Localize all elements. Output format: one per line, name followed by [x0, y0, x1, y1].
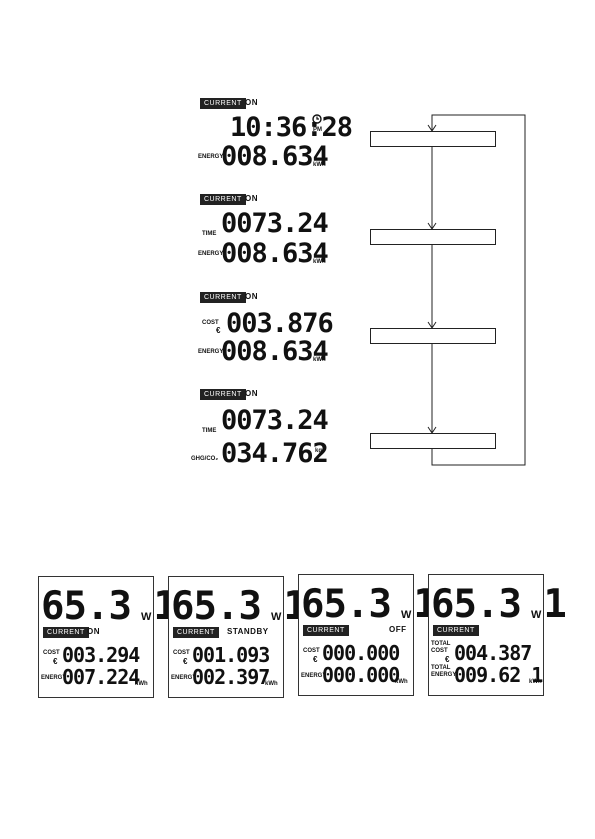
state-label: ON [245, 194, 258, 203]
power-unit: W [141, 611, 152, 623]
current-tag: CURRENT [200, 389, 246, 400]
current-tag: CURRENT [173, 627, 219, 638]
current-tag: CURRENT [200, 98, 246, 109]
power-unit: W [401, 609, 412, 621]
energy-label: ENERGY [301, 673, 327, 679]
current-tag: CURRENT [200, 292, 246, 303]
time-label: TIME [202, 428, 217, 434]
current-tag: CURRENT [303, 625, 349, 636]
power-value: 65.3 1 [171, 584, 307, 629]
time-value: 0073.24 [221, 405, 329, 436]
energy-value: 009.62 1 [454, 663, 543, 687]
state-label: ON [245, 98, 258, 107]
cost-label: COST [173, 650, 190, 656]
arrowhead-icon [427, 321, 437, 329]
euro-sign: € [216, 326, 221, 335]
energy-unit: kWh [395, 679, 408, 685]
cost-value: 003.294 [62, 643, 140, 667]
euro-sign: € [53, 657, 58, 666]
cost-value: 004.387 [454, 641, 532, 665]
energy-label: ENERGY [171, 675, 197, 681]
euro-sign: € [445, 655, 450, 664]
co2-value: 034.762 [221, 438, 329, 469]
euro-sign: € [183, 657, 188, 666]
loop-back-line [431, 114, 526, 466]
euro-sign: € [313, 655, 318, 664]
current-tag: CURRENT [433, 625, 479, 636]
ghg-co2-label: GHG/CO₂ [191, 456, 218, 462]
cost-label: COST [43, 650, 60, 656]
energy-unit: kWh [265, 681, 278, 687]
power-unit: W [271, 611, 282, 623]
arrowhead-icon [427, 124, 437, 132]
cost-value: 000.000 [322, 641, 400, 665]
cost-value: 003.876 [226, 308, 334, 339]
display-panel-on: 65.3 1 W CURRENT ON COST € 003.294 ENERG… [38, 576, 177, 698]
total-cost-label: TOTAL COST [431, 641, 451, 654]
state-label: ON [87, 627, 100, 636]
display-panel-standby: 65.3 1 W CURRENT STANDBY COST € 001.093 … [168, 576, 307, 698]
energy-label: ENERGY [41, 675, 67, 681]
power-value: 65.3 1 [41, 584, 177, 629]
energy-value: 007.224 [62, 665, 140, 689]
display-panel-off: 65.3 1 W CURRENT OFF COST € 000.000 ENER… [298, 574, 437, 696]
cost-label: COST [303, 648, 320, 654]
energy-label: ENERGY [198, 154, 224, 160]
pm-indicator: PM [313, 127, 322, 133]
state-label: ON [245, 389, 258, 398]
energy-unit: kWh [313, 357, 326, 363]
energy-value: 000.000 [322, 663, 400, 687]
current-tag: CURRENT [43, 627, 89, 638]
flow-step-box-4 [370, 433, 496, 449]
power-unit: W [531, 609, 542, 621]
state-label: OFF [389, 625, 407, 634]
arrowhead-icon [427, 426, 437, 434]
energy-value: 002.397 [192, 665, 270, 689]
state-label: STANDBY [227, 627, 269, 636]
energy-value: 008.634 [221, 238, 329, 269]
clock-value: 10:36:28 [230, 112, 353, 143]
co2-unit: kg [315, 448, 323, 454]
energy-label: ENERGY [198, 251, 224, 257]
time-label: TIME [202, 231, 217, 237]
power-value: 65.3 1 [431, 582, 567, 627]
energy-unit: kWh [135, 681, 148, 687]
energy-unit: kWh [529, 679, 542, 685]
energy-label: ENERGY [198, 349, 224, 355]
flow-step-box-3 [370, 328, 496, 344]
time-value: 0073.24 [221, 208, 329, 239]
energy-unit: kWh [313, 259, 326, 265]
flow-step-box-2 [370, 229, 496, 245]
cost-label: COST [202, 320, 219, 326]
state-label: ON [245, 292, 258, 301]
energy-unit: kWh [313, 162, 326, 168]
power-value: 65.3 1 [301, 582, 437, 627]
energy-value: 008.634 [221, 336, 329, 367]
arrowhead-icon [427, 222, 437, 230]
energy-value: 008.634 [221, 141, 329, 172]
total-energy-label: TOTAL ENERGY [431, 665, 457, 678]
cost-value: 001.093 [192, 643, 270, 667]
display-panel-total: 65.3 1 W CURRENT TOTAL COST € 004.387 TO… [428, 574, 567, 696]
clock-icon [312, 114, 322, 124]
current-tag: CURRENT [200, 194, 246, 205]
flow-step-box-1 [370, 131, 496, 147]
